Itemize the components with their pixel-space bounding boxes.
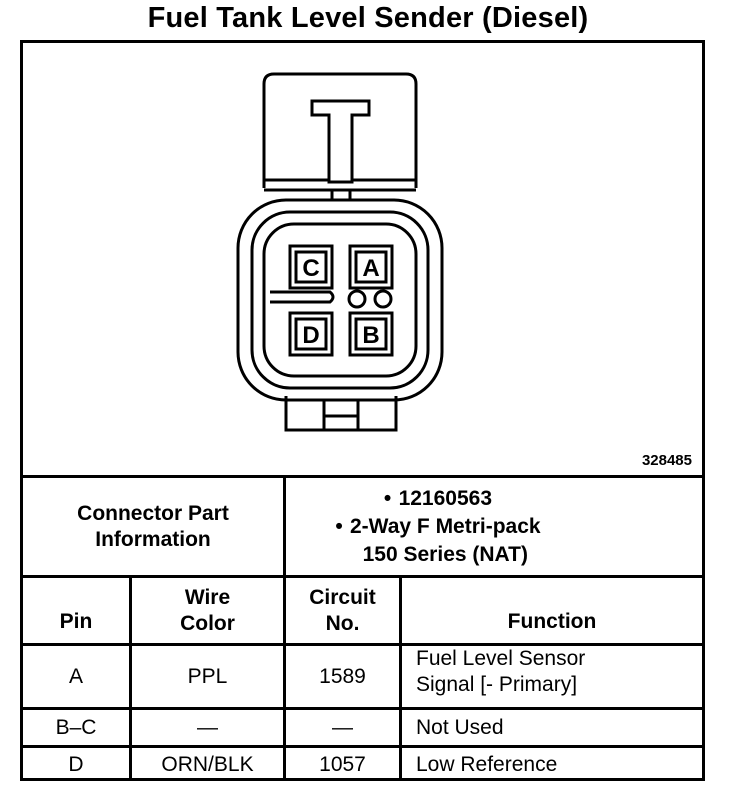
header-circuit-line2: No. <box>325 611 360 635</box>
row-bc-circuit: — <box>332 715 353 739</box>
header-wire-line1: Wire <box>184 585 231 609</box>
part-description-line1: 2-Way F Metri-pack <box>350 514 541 538</box>
bullet: • <box>383 486 392 510</box>
pin-cavity-c <box>288 244 334 290</box>
lock-housing <box>262 72 418 188</box>
row-d-pin: D <box>68 752 84 776</box>
pin-label-a: A <box>362 255 379 282</box>
connector-diagram: C A D B <box>236 72 444 432</box>
divider <box>20 575 705 578</box>
header-wire-line2: Color <box>180 611 235 635</box>
pin-label-d: D <box>302 322 319 349</box>
row-d-color: ORN/BLK <box>161 752 254 776</box>
connector-body-outer <box>236 198 444 402</box>
part-info-label-line1: Connector Part <box>77 501 229 525</box>
diagram-frame <box>20 40 705 781</box>
alignment-circle-left <box>347 289 367 309</box>
divider <box>20 745 705 748</box>
part-info-values: •12160563 •2-Way F Metri-pack 150 Series… <box>286 478 702 575</box>
row-a-function-line1: Fuel Level Sensor <box>416 647 586 670</box>
pin-cavity-b <box>348 311 394 357</box>
pin-cavity-d <box>288 311 334 357</box>
header-circuit-line1: Circuit <box>309 585 376 609</box>
row-a-color: PPL <box>187 664 228 688</box>
row-a-pin: A <box>68 664 83 688</box>
part-number: 12160563 <box>398 486 493 510</box>
divider <box>20 643 705 646</box>
part-description-line2: 150 Series (NAT) <box>362 542 528 566</box>
divider <box>20 707 705 710</box>
row-bc-pin: B–C <box>55 715 97 739</box>
alignment-circle-right <box>373 289 393 309</box>
row-bc-color: — <box>197 715 218 739</box>
divider <box>129 575 132 781</box>
pin-label-c: C <box>302 255 319 282</box>
bullet: • <box>335 514 343 538</box>
part-info-label: Connector Part Information <box>23 478 283 575</box>
figure-id: 328485 <box>641 452 692 469</box>
part-info-label-line2: Information <box>95 527 211 551</box>
header-circuit: Circuit No. <box>286 578 399 643</box>
divider <box>399 575 402 781</box>
header-wire-color: Wire Color <box>132 578 283 643</box>
page-title: Fuel Tank Level Sender (Diesel) <box>147 2 589 34</box>
row-a-function: Fuel Level Sensor Signal [- Primary] <box>402 646 702 707</box>
divider <box>20 475 705 478</box>
row-bc-function: Not Used <box>416 715 504 739</box>
row-d-function: Low Reference <box>416 752 558 776</box>
keying-slot <box>270 290 335 304</box>
pin-cavity-a <box>348 244 394 290</box>
row-a-circuit: 1589 <box>319 664 366 688</box>
connector-body-inner <box>262 222 418 378</box>
header-pin: Pin <box>59 609 93 633</box>
divider <box>283 475 286 781</box>
lock-tab <box>310 99 371 184</box>
row-d-circuit: 1057 <box>319 752 366 776</box>
bottom-latch <box>284 396 398 432</box>
header-function: Function <box>507 609 597 633</box>
connector-body-mid <box>250 210 430 390</box>
pin-label-b: B <box>362 322 379 349</box>
row-a-function-line2: Signal [- Primary] <box>416 673 578 696</box>
